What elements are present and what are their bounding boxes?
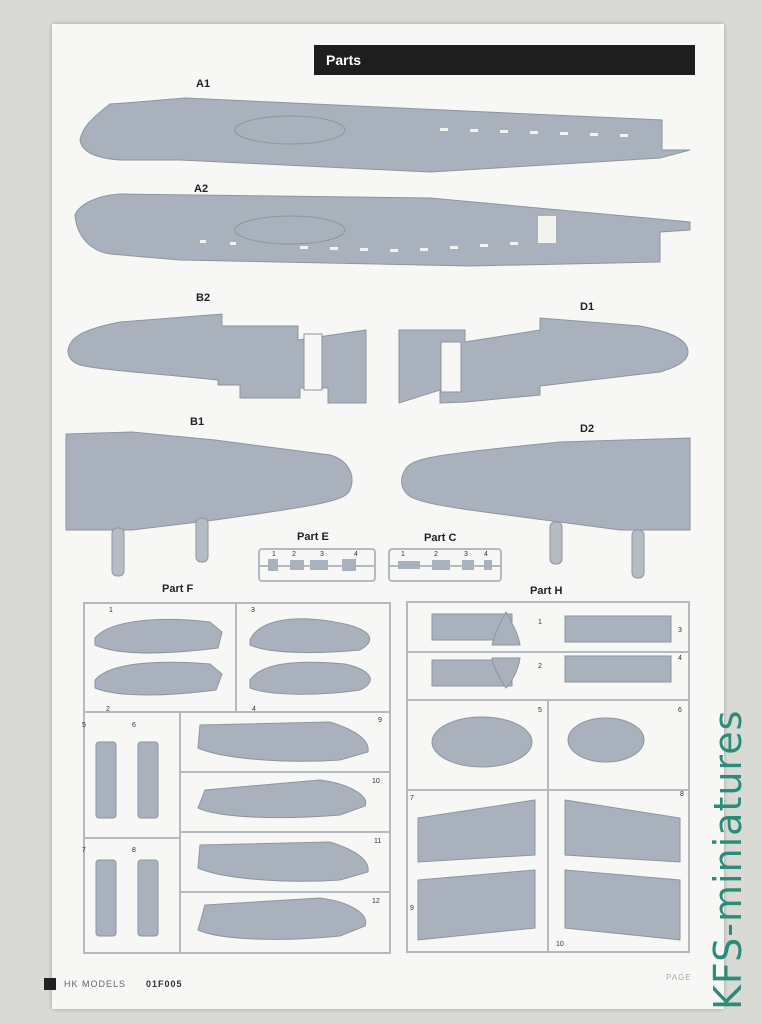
sprue-c-number: 2	[434, 551, 438, 558]
sprue-f-number: 6	[132, 722, 136, 729]
sprue-e-number: 4	[354, 551, 358, 558]
label-part-h: Part H	[530, 585, 563, 597]
part-b2-cutout	[303, 333, 323, 391]
sprue-h-number: 5	[538, 707, 542, 714]
part-f4-nacelle	[249, 661, 371, 695]
b1-gear-leg-right	[195, 517, 209, 563]
label-d1: D1	[580, 301, 595, 313]
part-h9	[417, 869, 536, 941]
sprue-f-number: 3	[251, 607, 255, 614]
hk-logo-icon	[44, 978, 56, 990]
sprue-h-number: 10	[556, 941, 564, 948]
d2-gear-leg-left	[549, 521, 563, 565]
part-h4	[564, 655, 672, 683]
footer-model-code: 01F005	[146, 979, 183, 989]
part-b1-wing	[65, 431, 353, 531]
part-h6	[567, 717, 645, 763]
sprue-c-number: 1	[401, 551, 405, 558]
sprue-h	[406, 601, 690, 953]
sprue-e-number: 1	[272, 551, 276, 558]
part-h-cone-1	[491, 610, 521, 646]
part-d1-wing	[398, 317, 689, 404]
sprue-h-number: 4	[678, 655, 682, 662]
footer-brand: HK MODELS	[64, 979, 127, 989]
part-f12	[197, 897, 367, 940]
sprue-f-number: 8	[132, 847, 136, 854]
label-b2: B2	[196, 292, 211, 304]
part-a1-fuselage	[79, 97, 691, 173]
part-f10	[197, 779, 367, 819]
label-d2: D2	[580, 423, 595, 435]
part-d2-wing	[401, 437, 691, 531]
label-a1: A1	[196, 78, 211, 90]
part-f5	[95, 741, 117, 819]
part-h3	[564, 615, 672, 643]
part-h-cone-2	[491, 657, 521, 689]
part-f3-nacelle	[249, 618, 371, 654]
label-part-c: Part C	[424, 532, 457, 544]
sprue-h-number: 8	[680, 791, 684, 798]
part-h7	[417, 799, 536, 863]
sprue-h-number: 6	[678, 707, 682, 714]
sprue-c-number: 4	[484, 551, 488, 558]
part-f6	[137, 741, 159, 819]
sprue-f-number: 5	[82, 722, 86, 729]
d2-gear-leg-right	[631, 529, 645, 579]
sprue-f-number: 7	[82, 847, 86, 854]
sprue-f-number: 12	[372, 898, 380, 905]
sprue-f-number: 1	[109, 607, 113, 614]
sprue-e-number: 3	[320, 551, 324, 558]
part-f7	[95, 859, 117, 937]
sprue-h-number: 7	[410, 795, 414, 802]
sprue-h-number: 1	[538, 619, 542, 626]
label-b1: B1	[190, 416, 205, 428]
part-h5	[431, 716, 533, 768]
label-a2: A2	[194, 183, 209, 195]
part-f8	[137, 859, 159, 937]
sprue-h-number: 9	[410, 905, 414, 912]
sprue-f-number: 11	[374, 838, 381, 845]
page-title: Parts	[326, 52, 362, 68]
sprue-e-number: 2	[292, 551, 296, 558]
part-f1-nacelle	[94, 618, 223, 654]
sprue-c-number: 3	[464, 551, 468, 558]
part-d1-cutout	[440, 341, 462, 393]
footer-page: PAGE	[666, 973, 692, 982]
sprue-f-number: 4	[252, 706, 256, 713]
part-a2-fuselage	[74, 193, 691, 267]
part-h10	[564, 869, 681, 941]
part-f2-nacelle	[94, 661, 223, 696]
sprue-f-number: 9	[378, 717, 382, 724]
sprue-h-number: 3	[678, 627, 682, 634]
part-b2-wing	[67, 313, 367, 404]
sprue-h-number: 2	[538, 663, 542, 670]
sprue-f-number: 10	[372, 778, 380, 785]
sprue-f	[83, 602, 391, 954]
watermark: KFS-miniatures	[706, 709, 750, 1010]
b1-gear-leg-left	[111, 527, 125, 577]
part-f11	[197, 841, 369, 882]
part-f9	[197, 721, 369, 762]
part-h8	[564, 799, 681, 863]
label-part-e: Part E	[297, 531, 329, 543]
sprue-f-number: 2	[106, 706, 110, 713]
label-part-f: Part F	[162, 583, 194, 595]
parts-header-bar: Parts	[314, 45, 695, 75]
